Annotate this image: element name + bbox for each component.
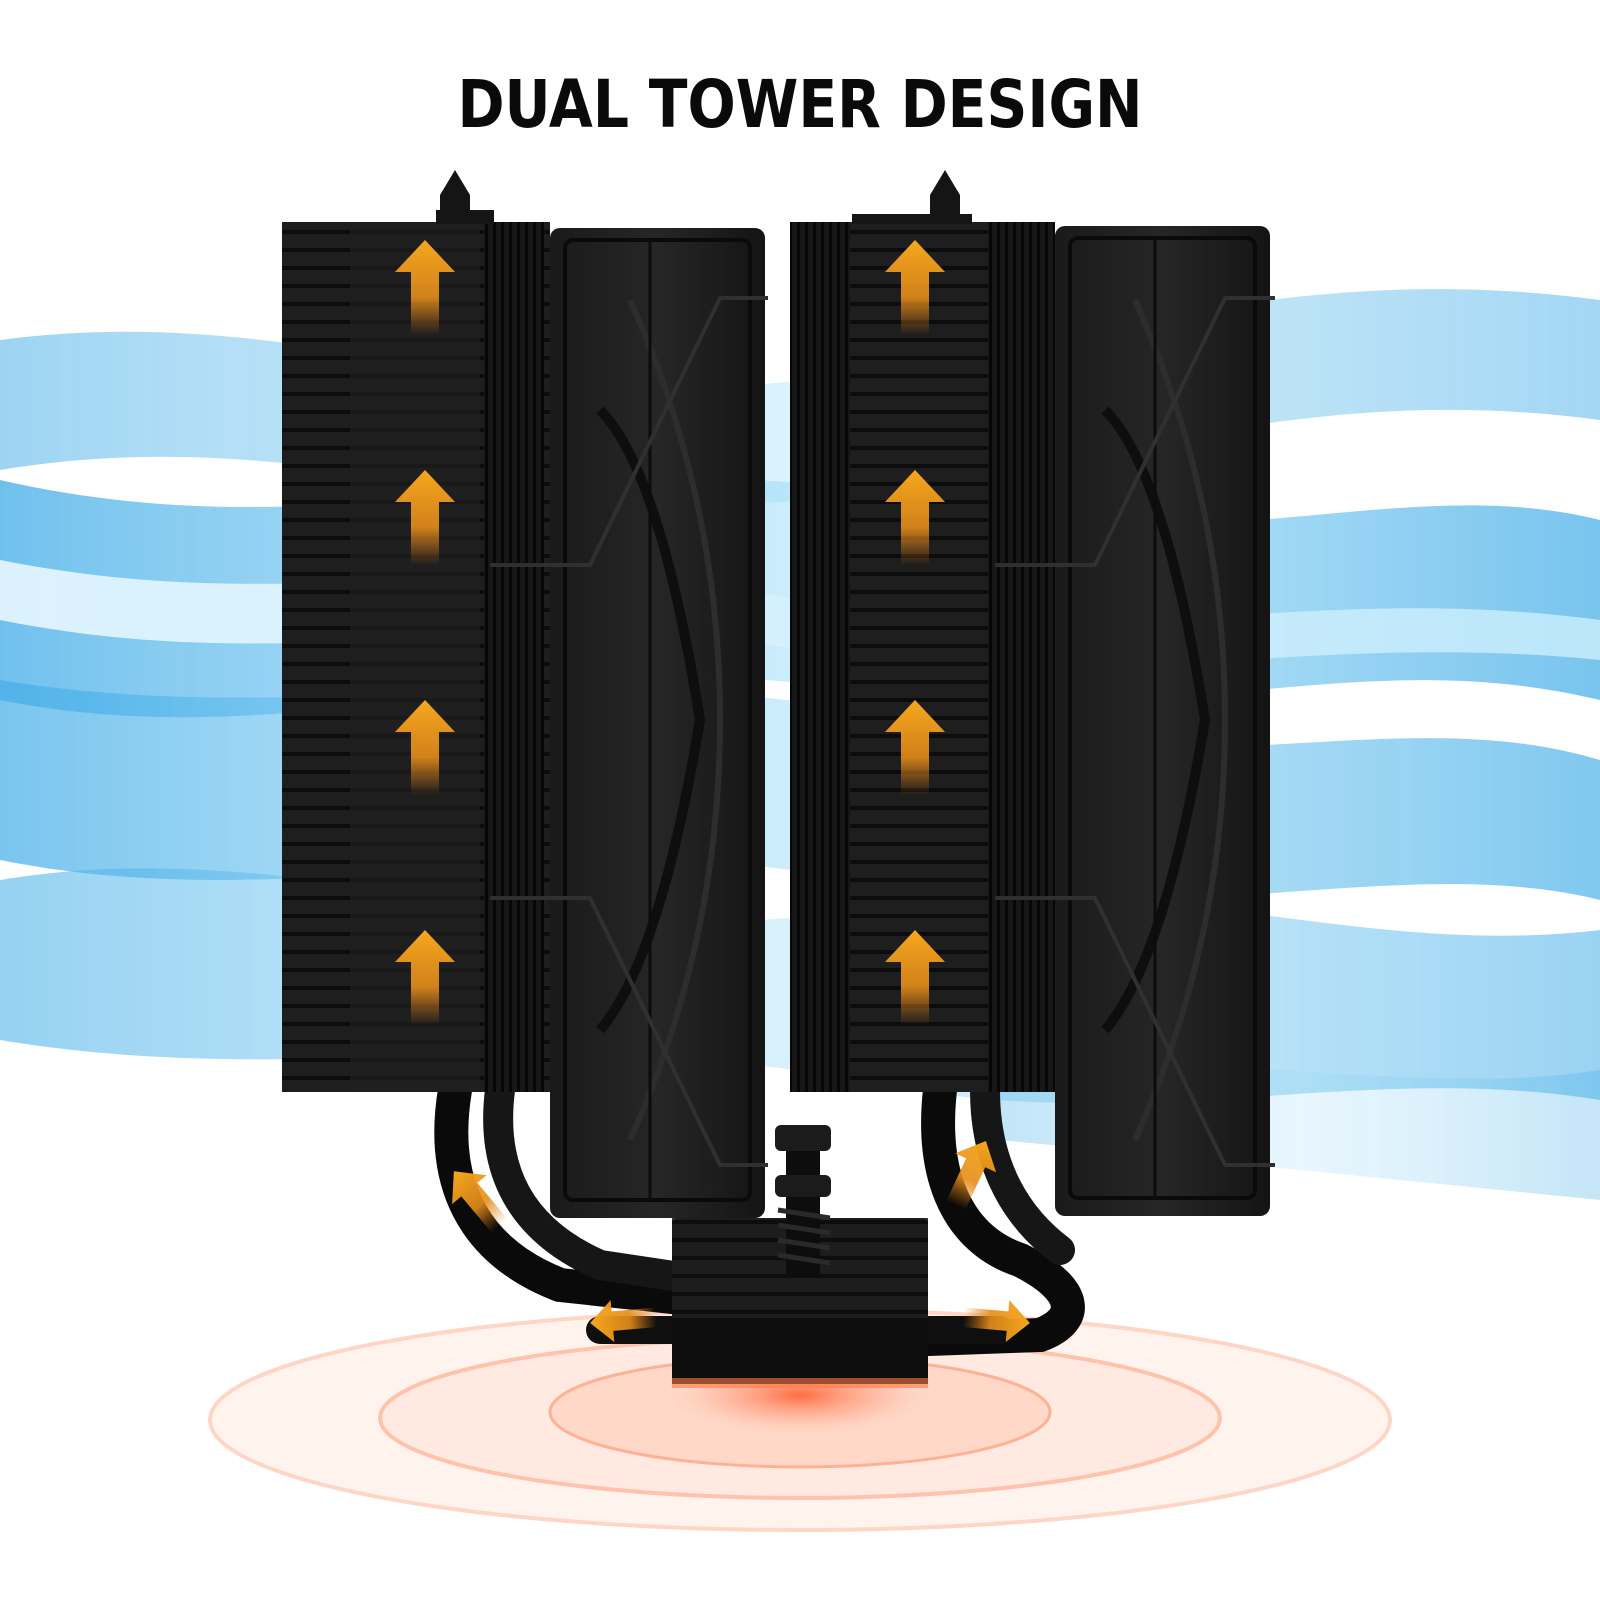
- left-tower: [282, 170, 768, 1218]
- right-tower: [790, 170, 1275, 1216]
- page-title: DUAL TOWER DESIGN: [457, 66, 1143, 143]
- base-plate: [672, 1125, 928, 1388]
